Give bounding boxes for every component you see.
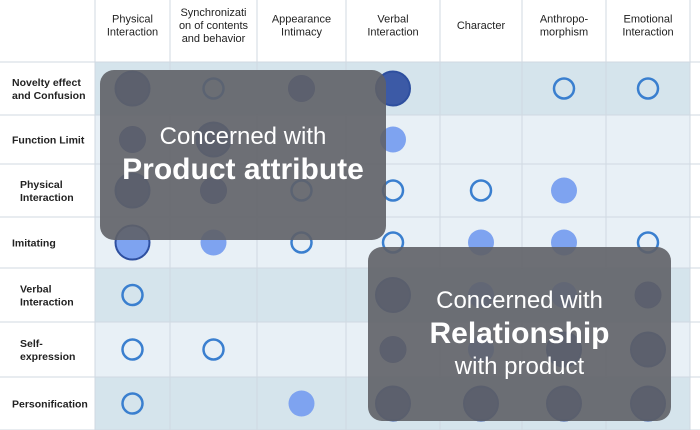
product-overlay-line2: Product attribute [122,153,364,186]
column-header: Character [457,20,506,32]
row-header: Imitating [12,238,56,250]
matrix-marker-light-filled [551,177,577,204]
relationship-overlay-line3: with product [454,353,585,380]
row-header: Personification [12,399,88,411]
matrix-marker-outline [121,338,144,361]
matrix-marker-light-filled [288,390,315,417]
row-header: Self-expression [20,338,75,363]
relationship-overlay: Concerned with Relationship with product [368,247,671,421]
product-overlay-line1: Concerned with [159,123,327,150]
matrix-marker-outline [121,283,144,307]
column-header: Anthropo-morphism [540,14,589,39]
matrix-marker-outline [202,338,225,361]
row-header: Function Limit [12,135,85,147]
matrix-marker-outline [636,77,660,100]
matrix-marker-outline [552,77,576,100]
relationship-overlay-line1: Concerned with [436,287,603,314]
matrix-marker-outline [469,179,493,202]
matrix-marker-light-filled [380,126,406,153]
product-attribute-overlay: Concerned with Product attribute [100,70,386,240]
matrix-marker-outline [121,392,144,415]
relationship-overlay-line2: Relationship [429,317,610,350]
